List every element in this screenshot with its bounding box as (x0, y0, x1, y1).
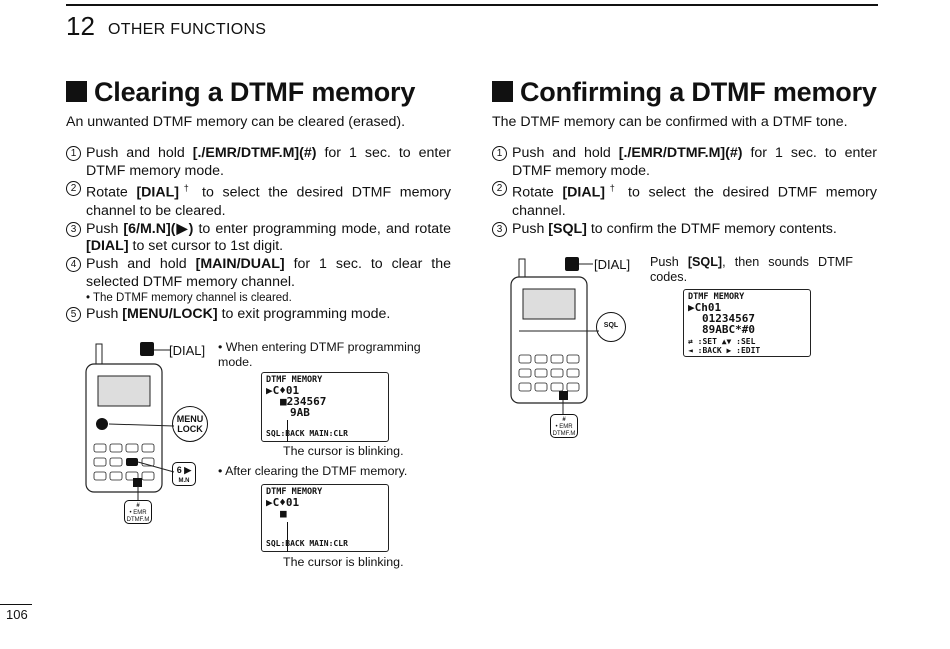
left-blink-caption-1: The cursor is blinking. (283, 444, 404, 458)
sql-key: SQL (596, 312, 626, 342)
left-dial-label: [DIAL] (169, 343, 206, 358)
left-lcd-1: DTMF MEMORY ▶C♦01 ■234567 9AB SQL:BACK M… (261, 372, 389, 442)
right-dial-label: [DIAL] (594, 257, 631, 272)
right-intro: The DTMF memory can be confirmed with a … (492, 114, 848, 130)
chapter-number: 12 (66, 11, 95, 41)
left-lcd-2: DTMF MEMORY ▶C♦01 ■ SQL:BACK MAIN:CLR (261, 484, 389, 552)
radio-menu-key-icon (96, 418, 108, 430)
square-bullet-icon (66, 81, 87, 102)
left-blink-caption-2: The cursor is blinking. (283, 555, 404, 569)
radio-screen (97, 375, 151, 407)
left-intro: An unwanted DTMF memory can be cleared (… (66, 114, 406, 130)
square-bullet-icon (492, 81, 513, 102)
left-radio-illustration (85, 342, 175, 500)
left-heading: Clearing a DTMF memory (66, 77, 415, 108)
page-number: 106 (6, 607, 28, 622)
header-rule (66, 4, 878, 6)
dial-knob-icon (565, 257, 579, 271)
right-caption: Push [SQL], then sounds DTMF codes. (650, 255, 853, 284)
radio-screen (522, 288, 576, 320)
right-heading: Confirming a DTMF memory (492, 77, 877, 108)
right-radio-illustration (510, 257, 599, 415)
left-caption-1: • When entering DTMF programming mode. (218, 340, 421, 369)
left-step-4-note: • The DTMF memory channel is cleared. (86, 292, 292, 305)
right-lcd: DTMF MEMORY ▶Ch01 01234567 89ABC*#0 ⇄ :S… (683, 289, 811, 357)
chapter-title: OTHER FUNCTIONS (108, 21, 267, 38)
dial-knob-icon (140, 342, 154, 356)
left-caption-2: • After clearing the DTMF memory. (218, 464, 408, 478)
key-6-mn: 6 ▶M.N (172, 462, 196, 486)
page-number-rule (0, 604, 32, 605)
